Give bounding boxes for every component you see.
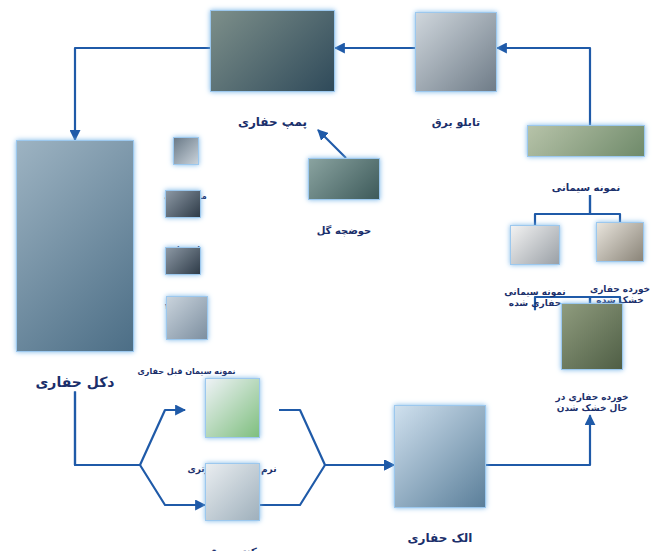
flow-connector (279, 410, 394, 465)
photo-caption: حوضچه گل (317, 225, 372, 238)
photo (561, 303, 623, 370)
photo-caption: الک حفاری (408, 531, 473, 546)
photo-caption: نمونه سیمان قبل حفاری (137, 367, 235, 377)
photo (173, 137, 199, 165)
photo (166, 296, 208, 340)
flow-connector (590, 195, 620, 222)
flow-connector (75, 48, 210, 140)
photo-caption: دکل حفاری (35, 374, 114, 392)
flow-connector (260, 465, 394, 505)
photo-node: نمونه سیمانی حفاری شده (502, 225, 568, 310)
photo-node: دکل حفاری (16, 140, 134, 392)
photo-caption: پمپ حفاری (238, 115, 307, 130)
photo-caption: نمونه سیمانی حفاری شده (504, 287, 566, 310)
photo (205, 378, 260, 438)
photo (596, 222, 644, 262)
photo (527, 125, 645, 157)
photo-node: نمونه سیمانی (527, 125, 645, 195)
photo-node: خورده حفاری در حال خشک شدن (550, 303, 634, 415)
photo-node: الک حفاری (394, 405, 486, 546)
photo-node: تابلو برق (415, 12, 497, 130)
photo (165, 247, 201, 275)
photo (415, 12, 497, 92)
flow-connector (75, 392, 185, 466)
photo-node: نمونه سیمان قبل حفاری (135, 296, 238, 378)
photo-node: خورده حفاری خشک شده (587, 222, 653, 307)
photo-caption: نمونه سیمانی (552, 182, 620, 195)
photo (205, 463, 260, 521)
photo-node: پمپ حفاری (210, 10, 335, 130)
photo-node: حوضچه گل (308, 158, 380, 238)
photo (165, 190, 201, 218)
flow-connector (75, 392, 205, 506)
photo (308, 158, 380, 200)
photo (16, 140, 134, 352)
flow-connector (486, 415, 590, 465)
flow-connector (535, 195, 590, 225)
photo-node: نرم افزار کامپیوتری (185, 378, 279, 476)
photo-caption: خورده حفاری در حال خشک شدن (552, 392, 632, 415)
photo (210, 10, 335, 92)
flow-connector (497, 48, 590, 125)
flow-connector (318, 130, 346, 158)
photo-caption: کنتور برق (208, 546, 256, 551)
photo (510, 225, 560, 265)
photo-node: کنتور برق (205, 463, 260, 551)
photo (394, 405, 486, 508)
photo-caption: تابلو برق (432, 116, 480, 130)
flow-connector (335, 47, 415, 49)
